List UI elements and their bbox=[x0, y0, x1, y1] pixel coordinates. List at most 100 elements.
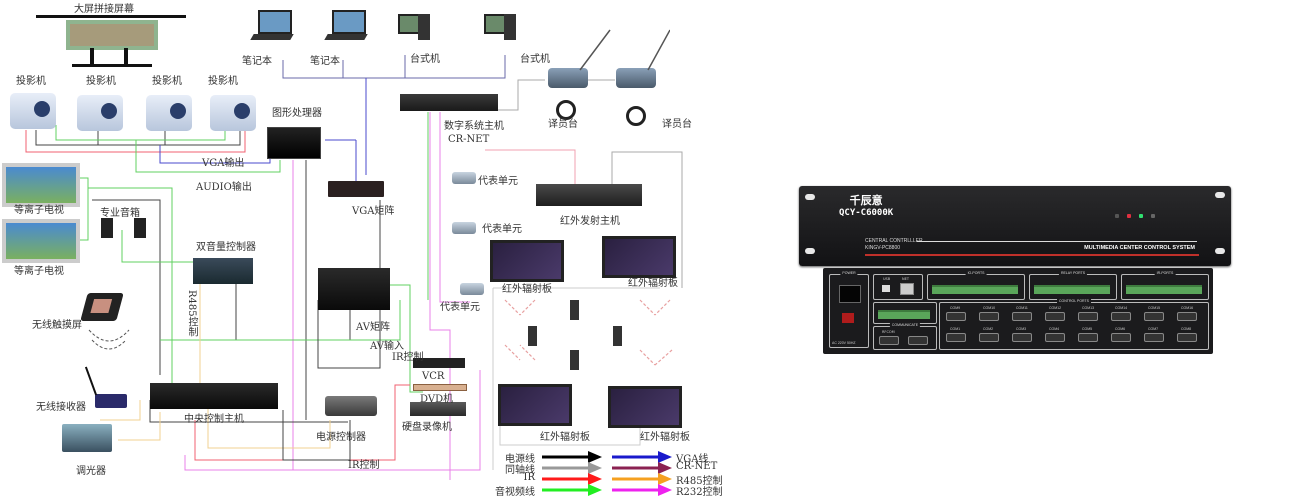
legend-arrow-icon bbox=[612, 462, 672, 474]
conference-mic-icon bbox=[548, 68, 588, 88]
rack-ear-hole bbox=[1215, 248, 1225, 254]
label-audio-output: AUDIO输出 bbox=[196, 182, 252, 193]
terminal-block bbox=[1126, 285, 1202, 294]
legend-label: IR bbox=[523, 472, 535, 483]
rack-ear-hole bbox=[805, 248, 815, 254]
central-host-icon bbox=[150, 383, 278, 409]
controller-product-image: 千辰意 QCY-C6000K CENTRAL CONTRLLLER KINGV-… bbox=[795, 186, 1235, 356]
com-port bbox=[1045, 333, 1065, 342]
label-cr-net: CR-NET bbox=[448, 134, 490, 145]
serial-port-icon bbox=[879, 336, 899, 345]
ir-panel-icon bbox=[602, 236, 676, 278]
label-power-controller: 电源控制器 bbox=[316, 432, 366, 443]
led-indicator bbox=[1151, 214, 1155, 218]
rack-ear-hole bbox=[805, 194, 815, 200]
terminal-block bbox=[932, 285, 1018, 294]
mic-stem-icon bbox=[579, 29, 670, 71]
system-diagram: 大屏拼接屏幕 投影机 投影机 投影机 投影机 笔记本 笔记本 台式机 台式机 图… bbox=[2, 4, 723, 498]
ir-panel-icon bbox=[490, 240, 564, 282]
speaker-icon bbox=[101, 218, 113, 238]
label-ir-panel: 红外辐射板 bbox=[540, 432, 590, 443]
laptop-icon bbox=[332, 10, 366, 34]
label-ir-panel: 红外辐射板 bbox=[640, 432, 690, 443]
ir-receiver-icon bbox=[613, 326, 622, 346]
dual-volume-controller-icon bbox=[193, 258, 253, 284]
ir-ports-section: IR-PORTS bbox=[1121, 271, 1209, 300]
com-port bbox=[979, 333, 999, 342]
label-vga-output: VGA输出 bbox=[202, 158, 245, 169]
label-rs485: R485控制 bbox=[186, 290, 197, 337]
label-av-input: AV输入 bbox=[370, 341, 404, 352]
label-ir-control-bottom: IR控制 bbox=[348, 460, 380, 471]
ir-receiver-icon bbox=[570, 300, 579, 320]
com-port bbox=[979, 312, 999, 321]
led-indicator bbox=[1115, 214, 1119, 218]
com-port bbox=[1045, 312, 1065, 321]
com-port bbox=[1177, 333, 1197, 342]
com-port bbox=[1012, 312, 1032, 321]
label-graphics-processor: 图形处理器 bbox=[272, 108, 322, 119]
dimmer-icon bbox=[62, 424, 112, 452]
legend-arrow-icon bbox=[542, 451, 602, 463]
legend-arrow-icon bbox=[612, 473, 672, 485]
ir-transmitter-icon bbox=[536, 184, 642, 206]
ir-receiver-icon bbox=[570, 350, 579, 370]
terminal-block bbox=[1034, 285, 1110, 294]
speaker-icon bbox=[134, 218, 146, 238]
delegate-unit-icon bbox=[452, 172, 476, 184]
desktop-icon bbox=[484, 14, 506, 34]
connection-lines bbox=[25, 15, 683, 480]
relay-ports-section: RELAY PORTS bbox=[1029, 271, 1117, 300]
label-ir-panel: 红外辐射板 bbox=[628, 278, 678, 289]
label-dvd: DVD机 bbox=[420, 394, 454, 405]
legend-arrow-icon bbox=[542, 462, 602, 474]
ethernet-port-icon bbox=[900, 283, 914, 295]
com-port-label: COM13 bbox=[1082, 306, 1095, 310]
label-delegate-unit: 代表单元 bbox=[482, 224, 522, 235]
label-interpreter-desk: 译员台 bbox=[548, 119, 578, 130]
label-projector: 投影机 bbox=[86, 76, 116, 87]
label-ir-control: IR控制 bbox=[392, 352, 424, 363]
communicate-section: COMMUNICATE RFCOM bbox=[873, 323, 937, 350]
ir-panel-icon bbox=[608, 386, 682, 428]
com-port-label: COM3 bbox=[1016, 327, 1027, 331]
com-port-label: COM8 bbox=[1181, 327, 1192, 331]
com-port-label: COM4 bbox=[1049, 327, 1060, 331]
rear-panel: POWER AC 220V 50HZ USB NET IO-PORTS RELA… bbox=[823, 268, 1213, 354]
divider bbox=[917, 241, 1197, 242]
com-port bbox=[1111, 312, 1131, 321]
ir-receiver-icon bbox=[528, 326, 537, 346]
label-vcr: VCR bbox=[422, 371, 445, 382]
graphics-processor-icon bbox=[267, 127, 321, 159]
wireless-waves-icon bbox=[88, 329, 130, 350]
touch-screen-icon bbox=[80, 293, 124, 321]
conference-mic-icon bbox=[616, 68, 656, 88]
vcr-icon bbox=[413, 358, 465, 368]
com-port bbox=[1144, 312, 1164, 321]
desktop-icon bbox=[418, 14, 430, 40]
label-laptop: 笔记本 bbox=[310, 56, 340, 67]
com-port bbox=[946, 312, 966, 321]
brand-name: 千辰意 bbox=[849, 194, 883, 207]
av-matrix-icon bbox=[318, 268, 390, 310]
projector-icon bbox=[210, 95, 256, 131]
label-wireless-receiver: 无线接收器 bbox=[36, 402, 86, 413]
digital-host-icon bbox=[400, 94, 498, 111]
com-port-label: COM10 bbox=[983, 306, 996, 310]
legend-label: R485控制 bbox=[676, 476, 723, 487]
model-number: QCY-C6000K bbox=[839, 208, 894, 218]
hdd-recorder-icon bbox=[410, 402, 466, 416]
label-desktop: 台式机 bbox=[410, 54, 440, 65]
label-delegate-unit: 代表单元 bbox=[478, 176, 518, 187]
com-port bbox=[1078, 312, 1098, 321]
label-dual-volume-controller: 双音量控制器 bbox=[196, 242, 256, 253]
com-port-label: COM11 bbox=[1016, 306, 1028, 310]
power-switch[interactable] bbox=[842, 313, 854, 323]
legend-arrow-icon bbox=[542, 484, 602, 496]
projector-icon bbox=[77, 95, 123, 131]
com-port-label: COM9 bbox=[950, 306, 961, 310]
rack-ear-hole bbox=[1215, 192, 1225, 198]
usb-port-icon bbox=[882, 285, 890, 292]
power-led-icon bbox=[1127, 214, 1131, 218]
